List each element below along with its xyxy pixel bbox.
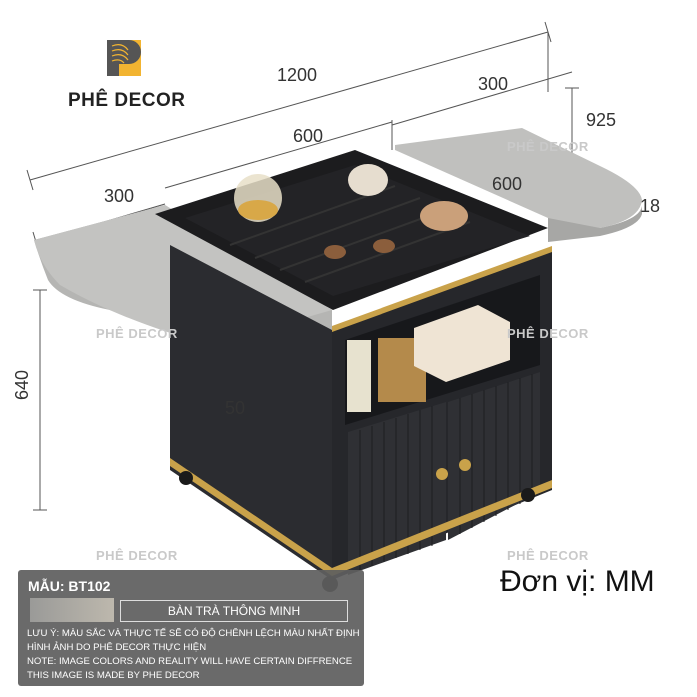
dim-label-height: 925 [586, 110, 617, 130]
wheel [521, 488, 535, 502]
note-line: NOTE: IMAGE COLORS AND REALITY WILL HAVE… [27, 656, 353, 667]
brand-name: PHÊ DECOR [68, 90, 186, 111]
unit-label: Đơn vị: MM [500, 565, 655, 598]
dim-label-depth: 600 [492, 174, 523, 194]
dim-line-center [164, 121, 393, 189]
note-line: THIS IMAGE IS MADE BY PHE DECOR [27, 670, 200, 681]
note-line: LƯU Ý: MÀU SẮC VÀ THỰC TẾ SẼ CÓ ĐỘ CHÊNH… [27, 628, 360, 639]
dim-line-side-right [391, 71, 573, 126]
watermark: PHÊ DECOR [507, 548, 589, 563]
gold-trim-base [170, 458, 552, 576]
watermark: PHÊ DECOR [96, 326, 178, 341]
watermark: PHÊ DECOR [507, 326, 589, 341]
dim-label-total: 1200 [277, 65, 318, 85]
clay-teapot [420, 201, 468, 231]
tea-box-large [414, 305, 510, 382]
door-knob-right [459, 459, 471, 471]
dim-label-center: 600 [293, 126, 324, 146]
note-line: HÌNH ẢNH DO PHÊ DECOR THỰC HIỆN [27, 642, 207, 653]
watermark: PHÊ DECOR [96, 548, 178, 563]
dim-label-side-right: 300 [478, 74, 509, 94]
product-name: BÀN TRÀ THÔNG MINH [120, 600, 348, 622]
wheel [179, 471, 193, 485]
dim-label-thickness: 18 [640, 196, 661, 216]
material-swatch [30, 598, 114, 622]
gold-trim-top [332, 246, 552, 332]
tea-cup-2 [373, 239, 395, 253]
tea-canister [347, 340, 371, 412]
cabinet-side [170, 245, 332, 580]
model-label: MẪU: BT102 [28, 578, 111, 594]
tea-cup-1 [324, 245, 346, 259]
door-knob-left [436, 468, 448, 480]
dim-label-body: 640 [12, 369, 32, 400]
tea-caddy [348, 164, 388, 196]
dim-label-side-left: 300 [104, 186, 135, 206]
watermark: PHÊ DECOR [507, 139, 589, 154]
brand-logo [107, 40, 141, 76]
dim-label-drop: 50 [225, 398, 246, 418]
right-leaf [395, 128, 642, 232]
dim-line-total [29, 31, 549, 181]
info-panel [18, 570, 364, 686]
